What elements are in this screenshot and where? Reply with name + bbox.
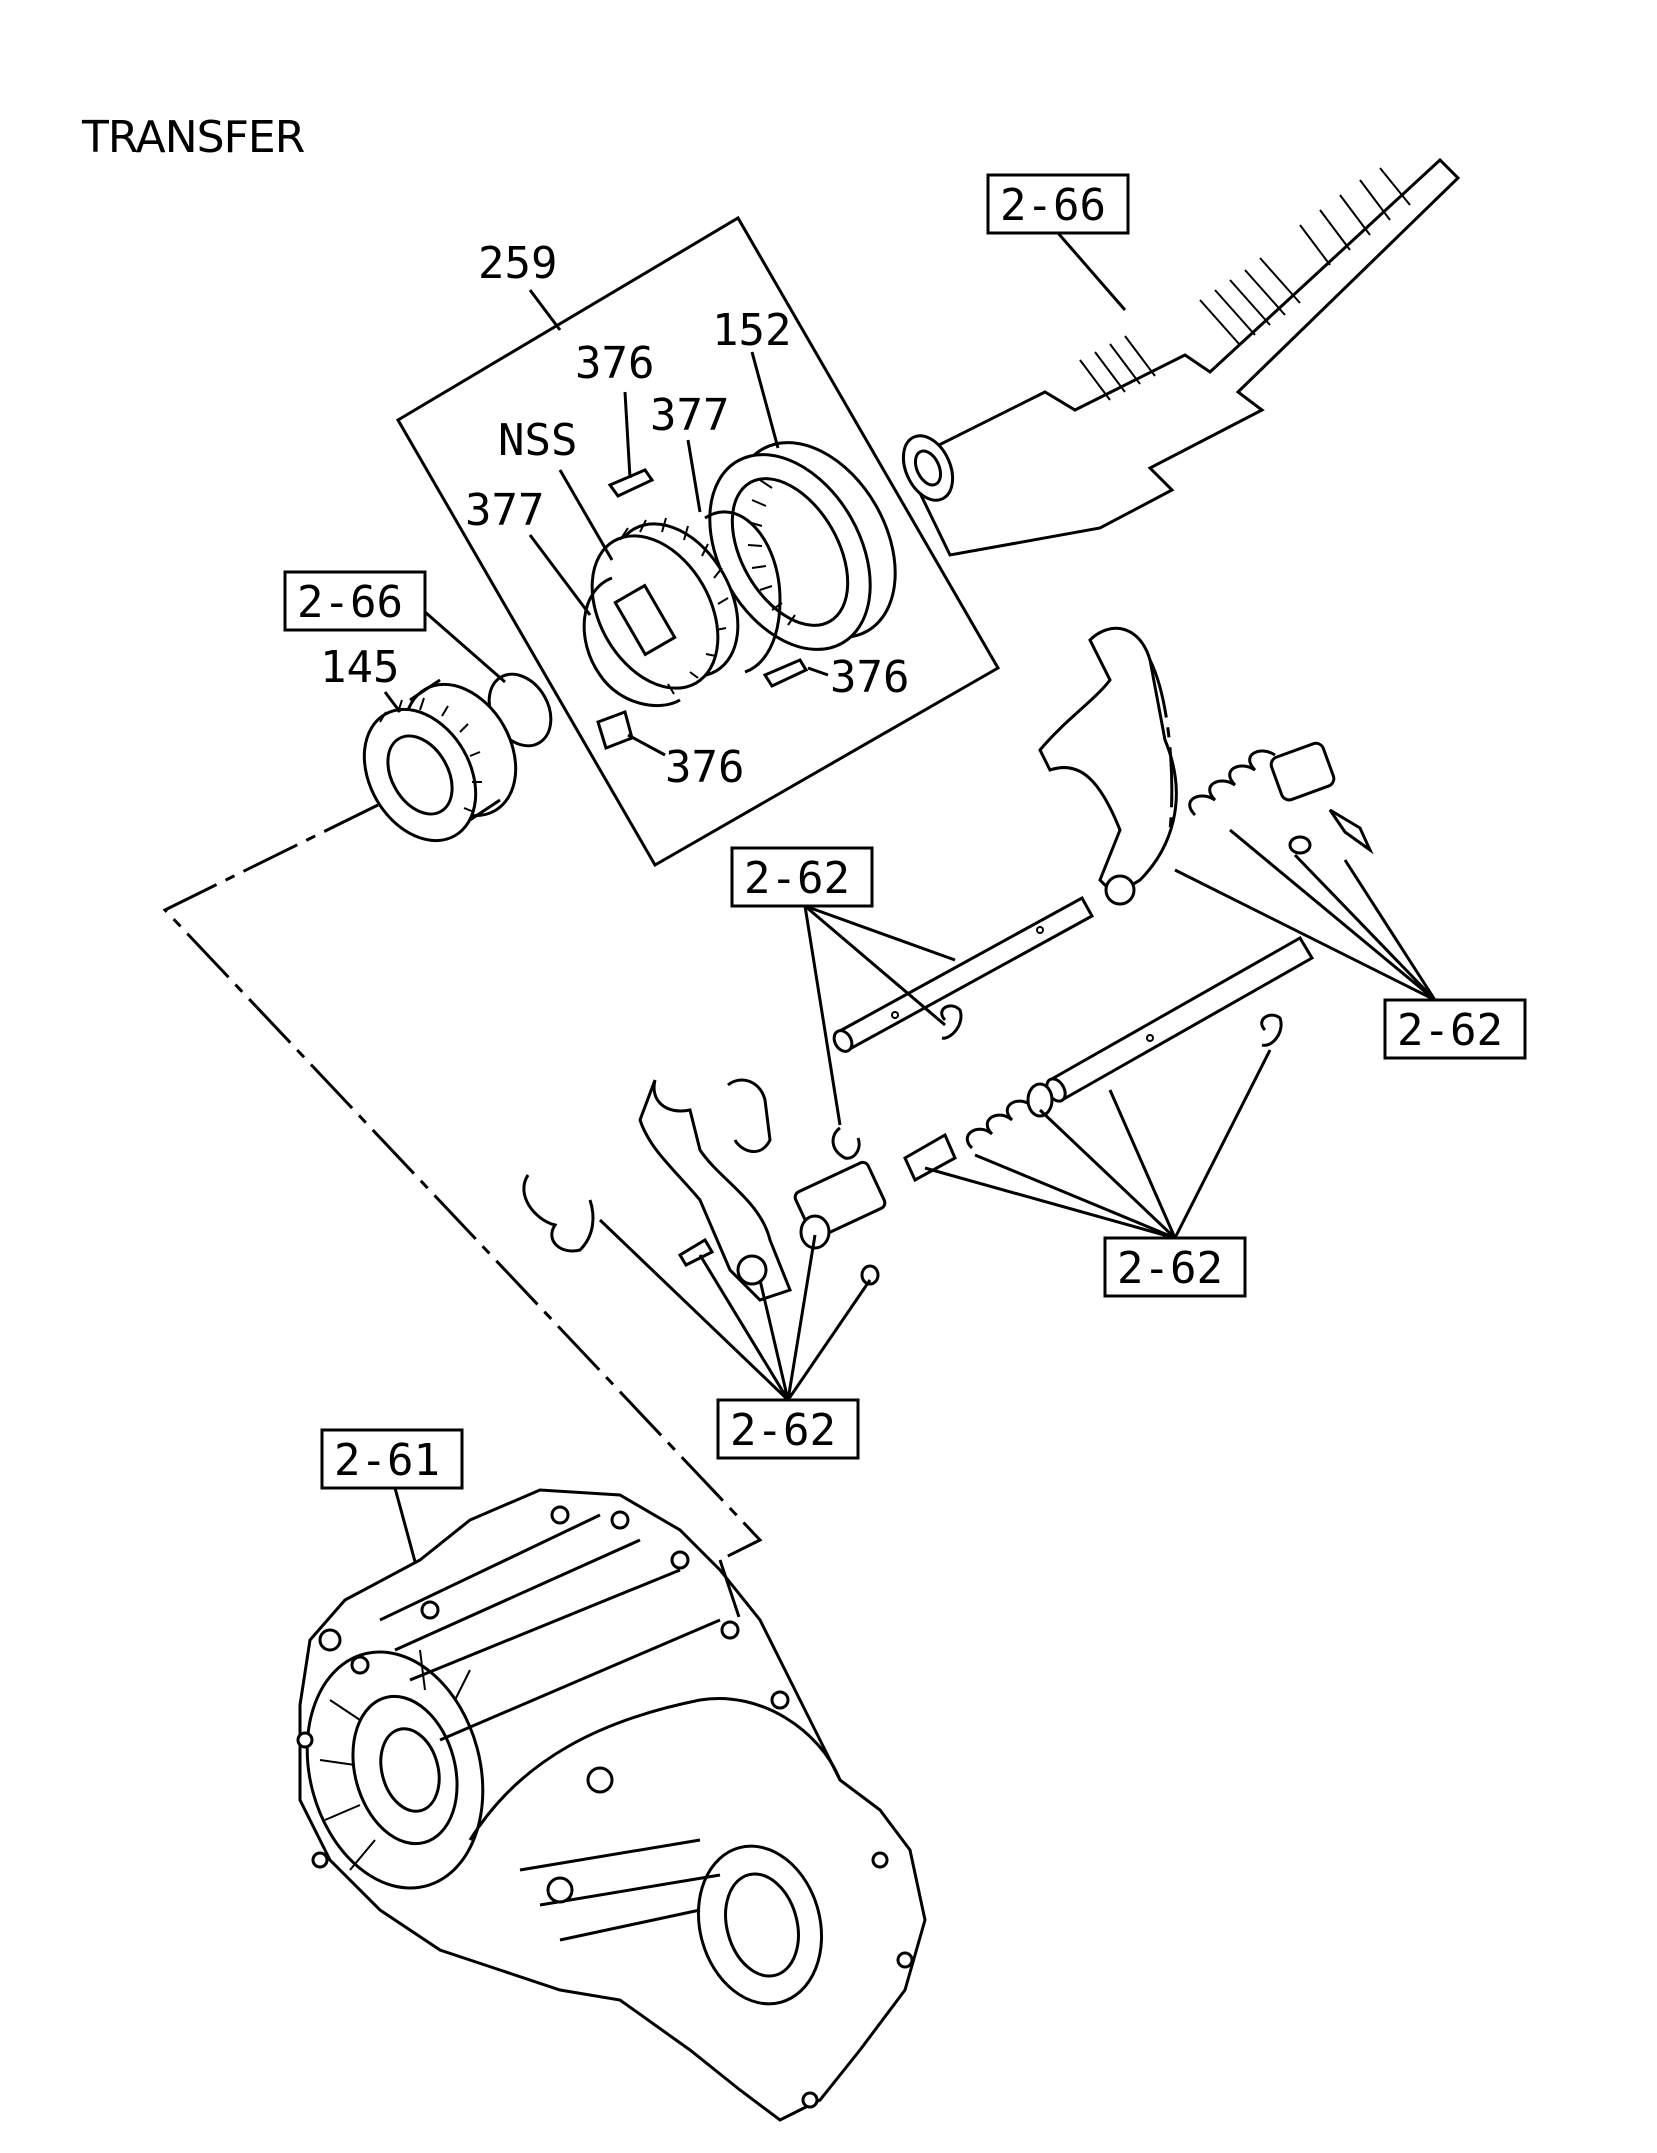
callout-2-62-right [1383, 998, 1527, 1060]
alignment-line-housing [718, 1559, 742, 1621]
shifting-key-right [762, 658, 809, 688]
part-label-376-bottom: 376 [665, 742, 744, 793]
upper-spring [1188, 749, 1276, 817]
part-label-152: 152 [712, 305, 791, 356]
upper-shift-rail [832, 895, 1095, 1053]
snap-ring-upper [704, 510, 782, 674]
part-label-376-right: 376 [830, 652, 909, 703]
shifting-key-top [607, 468, 655, 498]
upper-shift-fork [1038, 626, 1178, 906]
callout-2-66-left-label: 2-66 [297, 577, 403, 628]
shifting-key-bottom [596, 710, 634, 750]
callout-2-66-top-label: 2-66 [1000, 180, 1106, 231]
synchronizer-sleeve [708, 441, 897, 651]
part-label-259: 259 [478, 238, 557, 289]
callout-2-66-top: 2-66 [986, 173, 1130, 311]
synchronizer-assembly-group: 259 152 NSS 377 376 37 [395, 215, 1001, 868]
callout-2-61 [320, 1428, 464, 1490]
callout-2-61-label: 2-61 [334, 1435, 440, 1486]
callout-2-66-left: 2-66 [283, 570, 553, 748]
part-label-377-left: 377 [465, 485, 544, 536]
part-label-145: 145 [320, 642, 399, 693]
callout-2-62-upper-label: 2-62 [744, 853, 850, 904]
lower-shift-rail [1045, 935, 1315, 1103]
callout-2-62-lower [716, 1398, 860, 1460]
lower-springs [903, 1082, 1054, 1183]
transfer-case-housing [296, 1488, 927, 2122]
callout-2-62-upper [730, 846, 874, 908]
callout-2-62-mid-label: 2-62 [1117, 1243, 1223, 1294]
clutch-hub [362, 678, 518, 843]
snap-ring-left [582, 576, 681, 708]
callout-2-62-mid [1103, 1236, 1247, 1298]
lower-detent-block [677, 1160, 887, 1286]
part-label-377-upper: 377 [650, 390, 729, 441]
output-shaft [901, 157, 1461, 557]
part-label-376-top: 376 [575, 338, 654, 389]
lower-snap-clips [522, 1126, 861, 1253]
alignment-line-left [162, 803, 763, 1562]
callout-2-62-lower-label: 2-62 [730, 1405, 836, 1456]
callout-2-62-right-label: 2-62 [1397, 1005, 1503, 1056]
synchronizer-hub [590, 517, 740, 695]
upper-detent-block [1269, 741, 1374, 855]
page-title: TRANSFER [82, 112, 305, 163]
lower-shift-fork [638, 1078, 792, 1302]
part-label-nss: NSS [498, 415, 577, 466]
